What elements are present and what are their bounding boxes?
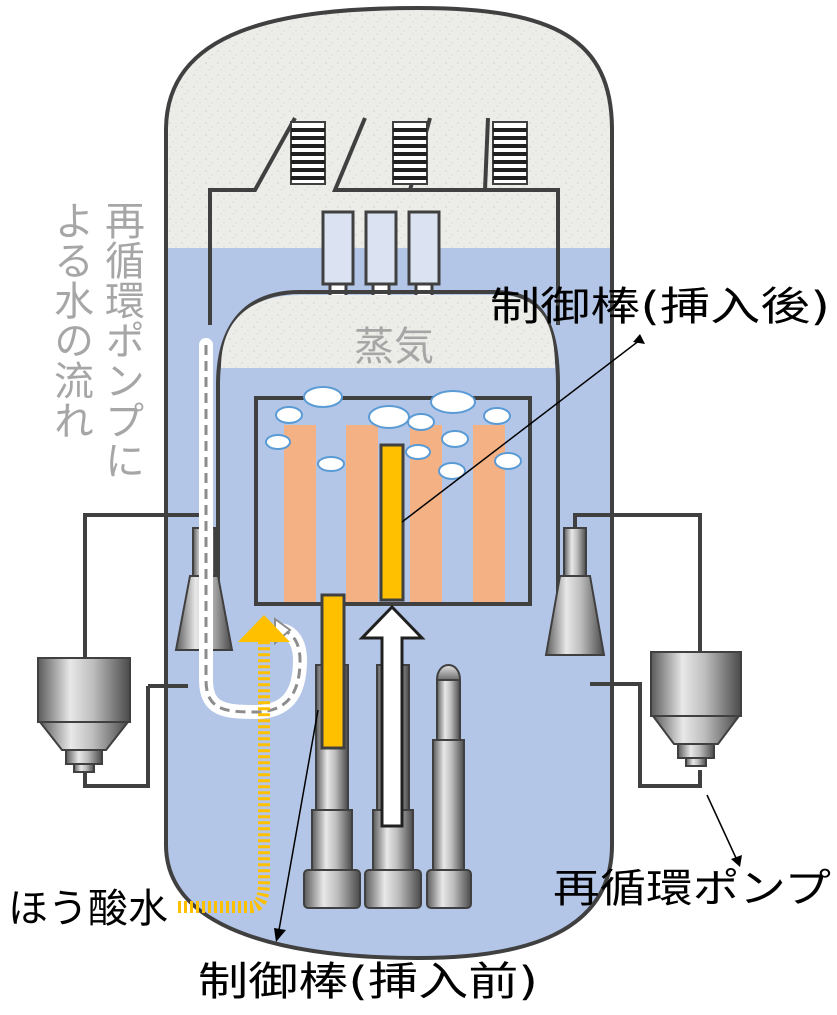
- leader-arrowhead: [274, 928, 286, 942]
- control-rod-inserted: [379, 443, 405, 602]
- fuel-assemblies: [284, 425, 505, 602]
- steam-plenum: [221, 295, 555, 368]
- right-recirculation-loop: [544, 513, 742, 788]
- steam-bubble-icon: [317, 456, 345, 472]
- steam-bubbles: [265, 386, 522, 480]
- vessel-outline: [164, 5, 614, 961]
- recirculation-flow-path-outline: [204, 345, 302, 714]
- label-control-rod-before: 制御棒(挿入前): [198, 959, 538, 1005]
- steam-bubble-icon: [438, 462, 466, 480]
- steam-bubble-icon: [494, 452, 522, 470]
- steam-bubble-icon: [405, 444, 431, 460]
- dryer-1: [290, 121, 326, 185]
- steam-bubble-icon: [407, 413, 435, 431]
- core-shroud: [216, 290, 560, 612]
- boric-acid-flow-path: [178, 640, 270, 913]
- dryer-3: [492, 121, 528, 185]
- recirc-pump-leader: [706, 794, 737, 859]
- control-rod-withdrawn: [320, 593, 346, 750]
- control-rod-after-leader: [401, 339, 641, 523]
- steam-bubble-icon: [368, 405, 410, 429]
- steam-dryers: [290, 121, 528, 185]
- steam-bubble-icon: [430, 390, 476, 414]
- steam-bubble-icon: [275, 406, 303, 424]
- leader-arrowhead: [633, 334, 645, 344]
- label-steam: 蒸気: [354, 324, 434, 370]
- control-rod-before-leader: [278, 709, 319, 931]
- control-rod-drives: [303, 664, 472, 909]
- steam-bubble-icon: [483, 407, 511, 425]
- label-recirc-pump: 再循環ポンプ: [553, 866, 831, 912]
- label-recirc-flow-line1: 再循環ポンプに: [98, 200, 144, 480]
- label-control-rod-after: 制御棒(挿入後): [490, 284, 830, 330]
- label-recirc-flow-line2: よる水の流れ: [47, 200, 93, 440]
- right-recirc-pump: [650, 651, 742, 767]
- steam-bubble-icon: [441, 430, 469, 448]
- right-jet-pump-diffuser: [544, 575, 606, 656]
- steam-bubble-icon: [265, 434, 291, 450]
- separator-frame: [208, 117, 297, 325]
- steam-bubble-icon: [303, 386, 343, 408]
- label-boric-water: ほう酸水: [8, 886, 168, 932]
- left-recirc-pump: [37, 657, 131, 773]
- leader-arrowhead: [731, 855, 742, 867]
- flow-arrow-icon: [238, 615, 290, 642]
- dryer-2: [392, 121, 428, 185]
- flow-arrow-icon: [358, 604, 426, 828]
